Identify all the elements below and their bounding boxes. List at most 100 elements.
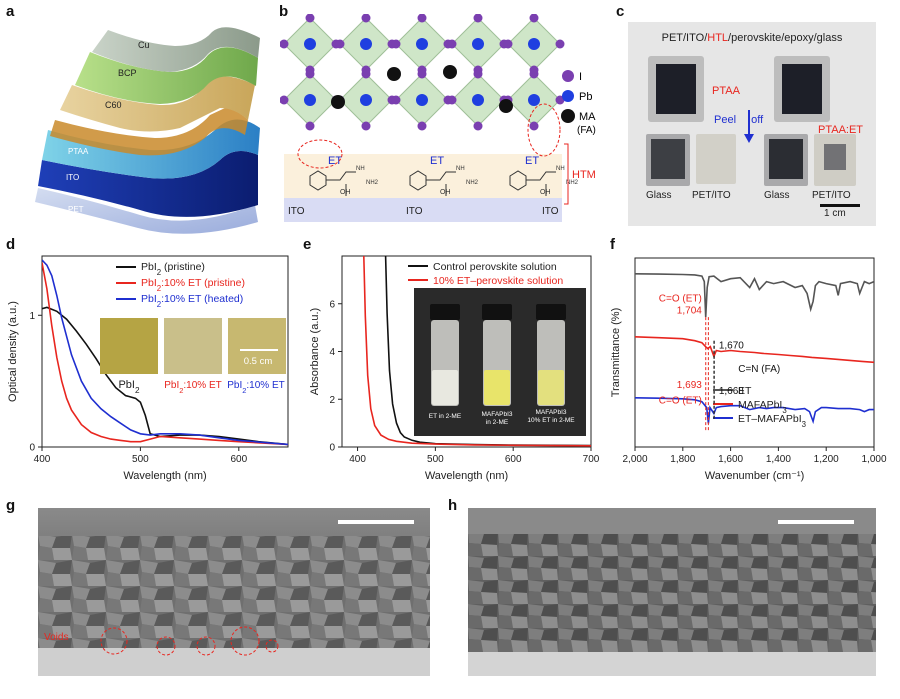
ptaa-et-petito-after: [814, 134, 856, 186]
vial-label-1: ET in 2-ME: [429, 413, 462, 420]
scale-bar: [820, 204, 860, 207]
molecule-bond: [426, 171, 456, 181]
iodine-atom: [361, 121, 371, 131]
amine-label: NH2: [366, 180, 379, 186]
lead-atom: [472, 38, 484, 50]
lead-atom: [416, 94, 428, 106]
vial-liquid-1: [432, 370, 458, 405]
series-line-1: [42, 306, 288, 446]
x-tick-label: 1,200: [814, 454, 839, 465]
et-label-2: ET: [430, 155, 444, 167]
panel-label-g: g: [6, 497, 16, 514]
iodine-atom: [335, 39, 345, 49]
ma-cation: [331, 95, 345, 109]
et-label-3: ET: [525, 155, 539, 167]
pbi2-film-photo-2: [164, 318, 222, 374]
layer-label-pet: PET: [68, 205, 84, 214]
stack-part-1: PET/ITO/: [661, 32, 708, 44]
iodine-atom: [417, 121, 427, 131]
label-petito-2: PET/ITO: [812, 190, 851, 201]
legend-lead-label: Pb: [579, 91, 592, 103]
lead-atom: [304, 94, 316, 106]
photo-label-2: PbI2:10% ET: [164, 380, 222, 395]
peak-annotation-3: C=N (FA): [738, 364, 780, 375]
layer-perovskite-molecules: [50, 108, 248, 156]
x-axis-label: Wavelength (nm): [425, 470, 508, 482]
panel-label-e: e: [303, 236, 312, 253]
peel-test-photo: PET/ITO/HTL/perovskite/epoxy/glass PTAA …: [628, 22, 876, 226]
panel-label-b: b: [279, 3, 289, 20]
benzene-ring: [309, 170, 327, 191]
peel-off-arrow: [744, 110, 754, 143]
ma-cation: [499, 99, 513, 113]
ito-label-right: ITO: [542, 206, 559, 217]
x-tick-label: 1,800: [670, 454, 695, 465]
x-tick-label: 600: [230, 454, 247, 465]
series-line-2: [635, 336, 874, 364]
x-tick-label: 2,000: [622, 454, 647, 465]
label-petito-1: PET/ITO: [692, 190, 731, 201]
layer-label-bcp: BCP: [118, 68, 137, 78]
iodine-atom: [391, 95, 401, 105]
iodine-atom: [555, 95, 565, 105]
peel-word: Peel: [714, 114, 737, 126]
iodine-atom: [529, 14, 539, 23]
iodine-atom: [417, 14, 427, 23]
et-label-1: ET: [328, 155, 342, 167]
legend-label-2: PbI2:10% ET (pristine): [141, 277, 245, 293]
nh-label: NH: [556, 166, 565, 172]
amine-label: NH2: [566, 180, 579, 186]
iodine-atom: [305, 69, 315, 79]
x-tick-label: 400: [34, 454, 51, 465]
sample-ptaa-et-label: PTAA:ET: [818, 124, 864, 136]
lead-atom: [360, 38, 372, 50]
y-tick-label: 6: [329, 299, 335, 310]
label-glass-1: Glass: [646, 190, 672, 201]
off-word: off: [751, 114, 764, 126]
iodine-atom: [391, 39, 401, 49]
hydroxyl-label: OH: [340, 189, 351, 196]
iodine-atom: [305, 14, 315, 23]
panel-label-h: h: [448, 497, 458, 514]
legend-label-3: PbI2:10% ET (heated): [141, 293, 243, 309]
legend-iodine-dot: [562, 70, 574, 82]
sample-ptaa-et-before: [774, 56, 830, 122]
legend-ma-label: MA: [579, 111, 596, 123]
legend-label-1: PbI2 (pristine): [141, 261, 205, 277]
vial-cap-1: [430, 304, 460, 320]
x-tick-label: 600: [505, 454, 522, 465]
x-tick-label: 1,400: [766, 454, 791, 465]
ptaa-petito-after: [696, 134, 736, 184]
ptaa-et-glass-after: [764, 134, 808, 186]
vial-liquid-3: [538, 370, 564, 405]
y-tick-label: 4: [329, 347, 335, 358]
benzene-ring: [509, 170, 527, 191]
iodine-atom: [473, 14, 483, 23]
lead-atom: [360, 94, 372, 106]
y-tick-label: 0: [29, 443, 35, 454]
x-tick-label: 1,000: [861, 454, 886, 465]
void-circle-5: [265, 639, 279, 653]
lead-atom: [472, 94, 484, 106]
legend-label-2: MAFAPbI3: [738, 399, 787, 415]
nh-label: NH: [356, 166, 365, 172]
legend-ma-dot: [561, 109, 575, 123]
peak-annotation-6: C=O (ET): [659, 396, 702, 407]
stack-description: PET/ITO/HTL/perovskite/epoxy/glass: [628, 32, 876, 44]
molecule-bond: [326, 171, 356, 181]
layer-label-ptaa: PTAA: [68, 147, 89, 156]
y-axis-label: Absorbance (a.u.): [309, 308, 321, 395]
x-axis-label: Wavenumber (cm⁻¹): [705, 470, 805, 482]
lead-atom: [416, 38, 428, 50]
lead-atom: [304, 38, 316, 50]
panel-label-c: c: [616, 3, 625, 20]
htm-bracket: [564, 143, 569, 205]
y-tick-label: 1: [29, 311, 35, 322]
layer-bcp: [75, 47, 258, 104]
iodine-atom: [280, 39, 289, 49]
